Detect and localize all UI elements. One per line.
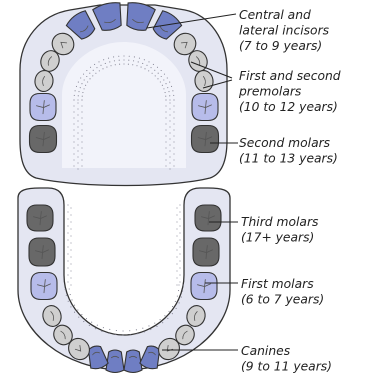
lower-right-third-molar-tooth: [27, 205, 53, 231]
upper-right-first-molar-tooth: [30, 94, 56, 121]
upper-left-first-molar-tooth: [192, 94, 218, 121]
label-canines: Canines (9 to 11 years): [241, 344, 332, 374]
lower-arch-stipple: [65, 204, 184, 335]
label-incisors: Central and lateral incisors (7 to 9 yea…: [239, 8, 333, 53]
upper-left-second-molar-tooth: [192, 126, 219, 153]
label-second-molars: Second molars (11 to 13 years): [239, 136, 338, 166]
lower-left-central-incisor-tooth: [124, 350, 142, 373]
labels: Central and lateral incisors (7 to 9 yea…: [238, 8, 345, 374]
upper-palate: [62, 42, 186, 168]
lower-right-first-molar-tooth: [31, 273, 57, 300]
label-third-molars: Third molars (17+ years): [241, 215, 322, 245]
label-premolars: First and second premolars (10 to 12 yea…: [238, 69, 345, 114]
lower-left-third-molar-tooth: [195, 205, 221, 231]
lower-left-second-molar-tooth: [193, 238, 219, 266]
upper-right-second-molar-tooth: [30, 126, 57, 153]
lower-left-first-molar-tooth: [191, 273, 217, 300]
lower-right-second-molar-tooth: [29, 238, 55, 266]
lower-right-central-incisor-tooth: [106, 350, 124, 373]
label-first-molars: First molars (6 to 7 years): [241, 277, 324, 307]
